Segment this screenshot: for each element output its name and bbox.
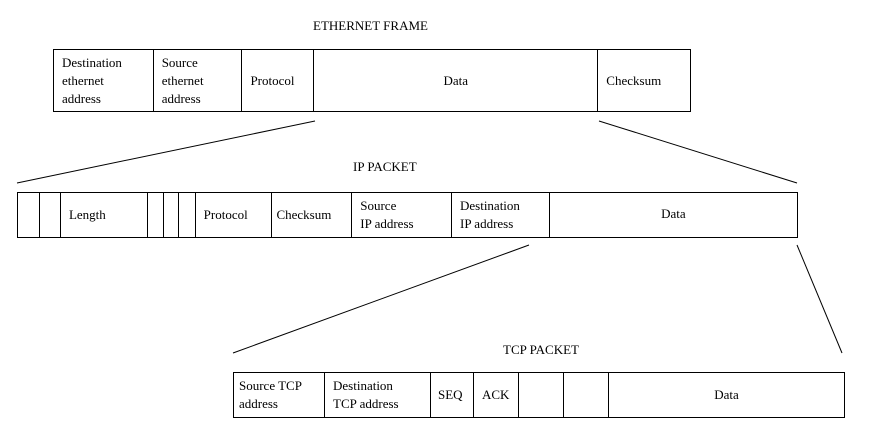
ethernet-frame: Destination ethernet address Source ethe… [53,49,691,112]
tcp-field-5 [519,373,564,417]
ethernet-field-source-address: Source ethernet address [154,50,243,111]
ip-field-4 [148,193,164,237]
ip-field-destination-address: Destination IP address [452,193,550,237]
ip-packet: Length Protocol Checksum Source IP addre… [17,192,798,238]
tcp-field-seq: SEQ [431,373,474,417]
ip-field-5 [164,193,179,237]
ip-field-length: Length [61,193,148,237]
ip-to-tcp-right-line [796,244,843,354]
ip-field-6 [179,193,196,237]
ip-field-data: Data [661,206,686,221]
tcp-field-data: Data [714,387,739,402]
ip-field-2 [40,193,61,237]
ip-field-protocol: Protocol [196,193,273,237]
ethernet-field-destination-address: Destination ethernet address [54,50,154,111]
ethernet-to-ip-left-line [16,120,316,184]
tcp-field-source-address: Source TCP address [234,373,325,417]
tcp-field-ack: ACK [474,373,519,417]
ethernet-field-protocol: Protocol [242,50,315,111]
ip-packet-title: IP PACKET [353,159,417,174]
ethernet-field-data: Data [314,50,599,111]
ip-field-1 [18,193,40,237]
ip-field-checksum: Checksum [272,193,353,237]
ip-field-source-address: Source IP address [352,193,452,237]
tcp-field-destination-address: Destination TCP address [325,373,431,417]
tcp-packet-title: TCP PACKET [503,342,579,357]
ethernet-field-checksum: Checksum [606,72,662,88]
tcp-field-6 [564,373,609,417]
ethernet-frame-title: ETHERNET FRAME [313,18,428,33]
ethernet-to-ip-right-line [598,120,798,184]
tcp-packet: Source TCP address Destination TCP addre… [233,372,845,418]
ip-to-tcp-left-line [232,244,530,354]
